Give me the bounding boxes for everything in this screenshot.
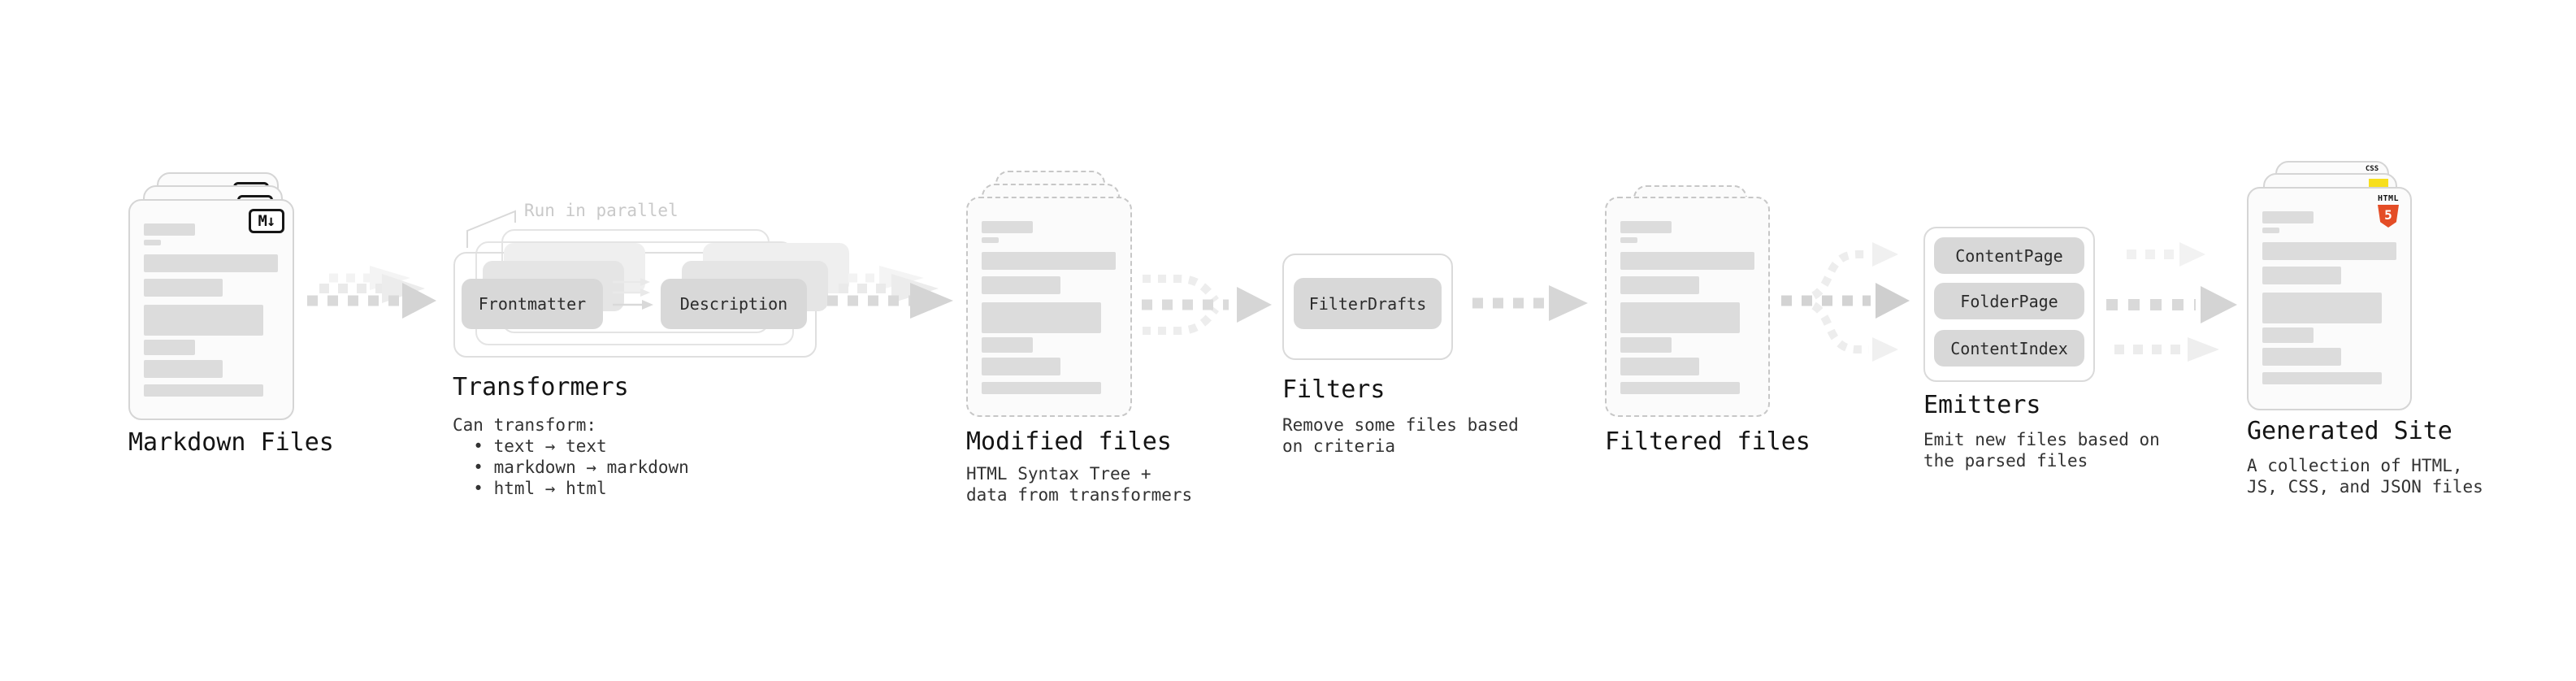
- modified-files-description: HTML Syntax Tree + data from transformer…: [966, 464, 1193, 505]
- flow-arrow-markdown-to-transformers: [307, 266, 436, 319]
- file-card: [1605, 197, 1770, 417]
- html5-icon: HTML 5: [2378, 195, 2399, 228]
- transformers-description: Can transform: • text → text • markdown …: [453, 415, 689, 498]
- file-card: [966, 197, 1132, 417]
- document-placeholder-lines: [982, 221, 1116, 394]
- modified-files-label: Modified files: [966, 427, 1172, 456]
- filters-label: Filters: [1282, 375, 1386, 404]
- filter-pill-filterdrafts: FilterDrafts: [1294, 278, 1442, 329]
- filtered-files-label: Filtered files: [1605, 427, 1811, 456]
- transformer-pill-description: Description: [661, 279, 807, 329]
- emitters-description: Emit new files based on the parsed files: [1923, 430, 2160, 471]
- run-in-parallel-annotation: Run in parallel: [524, 201, 679, 220]
- parallel-arrows-icon: [613, 278, 653, 310]
- flow-arrow-modified-to-filters: [1142, 275, 1272, 335]
- transformers-label: Transformers: [453, 373, 629, 401]
- flow-arrow-filtered-to-emitters: [1781, 242, 1910, 362]
- annotation-leader-line: [466, 210, 516, 248]
- transformer-pill-frontmatter: Frontmatter: [462, 279, 603, 329]
- markdown-icon: M↓: [249, 209, 284, 233]
- file-card: M↓: [128, 199, 294, 420]
- document-placeholder-lines: [1620, 221, 1754, 394]
- filters-description: Remove some files based on criteria: [1282, 415, 1519, 456]
- flow-arrow-emitters-to-site: [2106, 242, 2237, 362]
- emitter-pill-folderpage: FolderPage: [1934, 283, 2084, 319]
- generated-site-label: Generated Site: [2247, 417, 2452, 445]
- flow-arrow-transformers-to-modified: [827, 266, 953, 319]
- document-placeholder-lines: [144, 223, 278, 397]
- file-card: HTML 5: [2247, 187, 2412, 410]
- emitter-pill-contentindex: ContentIndex: [1934, 330, 2084, 367]
- markdown-files-label: Markdown Files: [128, 428, 334, 457]
- flow-arrow-filters-to-filtered: [1472, 285, 1588, 321]
- document-placeholder-lines: [2262, 211, 2396, 384]
- emitters-label: Emitters: [1923, 391, 2041, 419]
- emitter-pill-contentpage: ContentPage: [1934, 237, 2084, 274]
- generated-site-description: A collection of HTML, JS, CSS, and JSON …: [2247, 456, 2483, 497]
